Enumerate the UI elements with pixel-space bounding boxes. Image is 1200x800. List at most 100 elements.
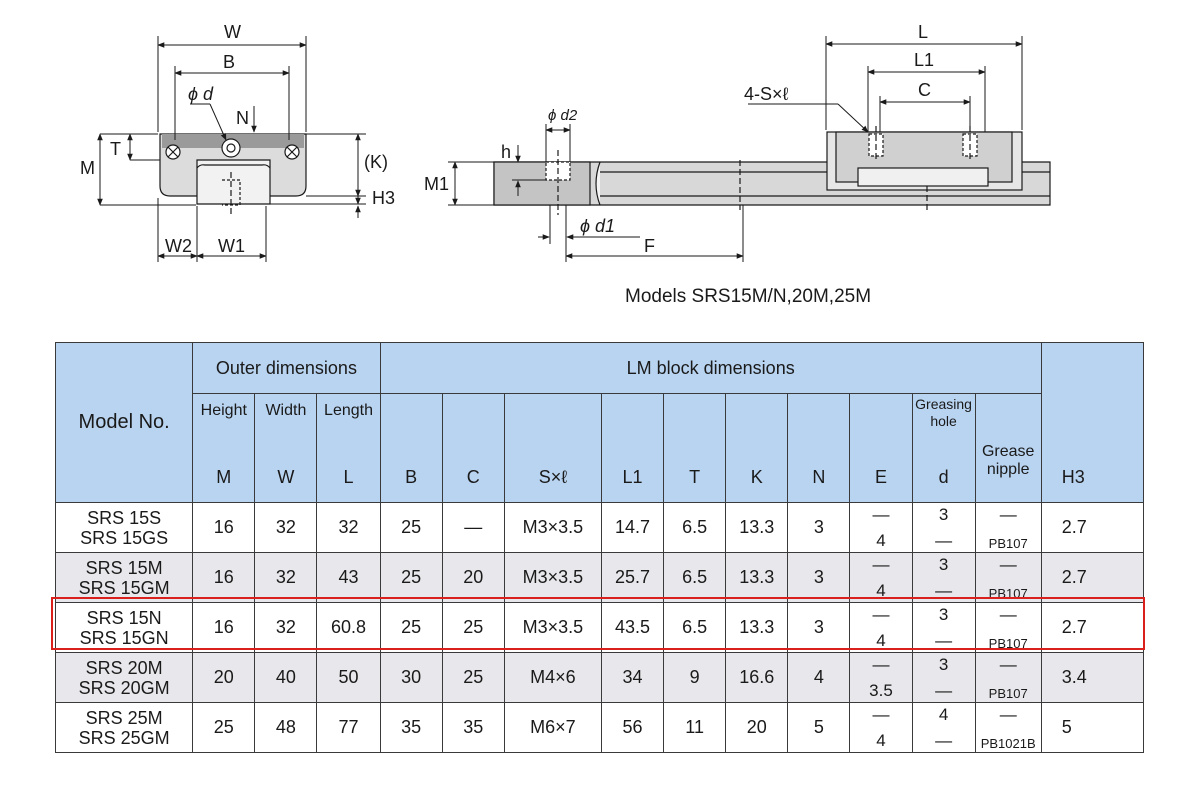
cell-B: 25 xyxy=(379,602,443,653)
cell-K: 13.3 xyxy=(725,502,789,553)
cell-nipple-top: — xyxy=(999,655,1017,674)
header-K: K xyxy=(725,393,789,503)
cell-E: — 3.5 xyxy=(849,652,913,703)
model-name-g: SRS 25GM xyxy=(78,727,170,748)
header-T: T xyxy=(663,393,727,503)
cell-C: — xyxy=(441,502,505,553)
label-F: F xyxy=(644,236,655,256)
cell-S: M3×3.5 xyxy=(503,552,602,603)
label-W: W xyxy=(224,22,241,42)
cell-d: 3— xyxy=(911,502,976,553)
cell-E-top: — xyxy=(872,555,890,574)
cell-W: 48 xyxy=(254,702,318,753)
side-view-dimensions xyxy=(448,36,1023,262)
cell-E-top: — xyxy=(872,505,890,524)
cell-E: —4 xyxy=(849,602,913,653)
header-C: C xyxy=(441,393,505,503)
cell-B: 25 xyxy=(379,502,443,553)
side-view-labels: L L1 C 4-S×ℓ ϕ d2 h M1 ϕ d1 F xyxy=(424,22,934,256)
cell-d: 3— xyxy=(911,602,976,653)
cell-d-top: 3 xyxy=(938,655,949,674)
label-M1: M1 xyxy=(424,174,449,194)
model-name: SRS 15N xyxy=(86,607,162,628)
cell-L: 50 xyxy=(316,652,381,703)
label-h: h xyxy=(501,142,511,162)
header-N: N xyxy=(787,393,851,503)
cell-L: 77 xyxy=(316,702,381,753)
header-H3: H3 xyxy=(1040,342,1145,503)
cell-M: 16 xyxy=(192,502,256,553)
cell-nipple-top: — xyxy=(999,505,1017,524)
cell-E: —4 xyxy=(849,552,913,603)
header-L1: L1 xyxy=(600,393,665,503)
front-view-drawing xyxy=(159,133,307,215)
cell-H3: 5 xyxy=(1040,702,1145,753)
cell-d-top: 3 xyxy=(938,555,949,574)
front-view-labels: W B ϕ d N T M (K) H3 W2 W1 xyxy=(80,22,395,256)
cell-W: 32 xyxy=(254,602,318,653)
cell-S: M6×7 xyxy=(503,702,602,753)
cell-E-bottom: 3.5 xyxy=(869,681,893,700)
model-name: SRS 15S xyxy=(87,507,162,528)
cell-S: M3×3.5 xyxy=(503,602,602,653)
model-name: SRS 25M xyxy=(85,707,163,728)
header-B: B xyxy=(379,393,443,503)
cell-L1: 56 xyxy=(600,702,665,753)
label-phi-d: ϕ d xyxy=(188,84,214,104)
cell-d: 4— xyxy=(911,702,976,753)
label-phi-d2: ϕ d2 xyxy=(548,107,578,124)
cell-E-bottom: 4 xyxy=(876,731,886,750)
label-N: N xyxy=(236,108,249,128)
cell-K: 16.6 xyxy=(725,652,789,703)
cell-E: —4 xyxy=(849,502,913,553)
cell-T: 11 xyxy=(663,702,727,753)
side-view-drawing xyxy=(493,126,1051,215)
cell-N: 5 xyxy=(787,702,851,753)
cell-N: 3 xyxy=(787,552,851,603)
model-name-g: SRS 15GM xyxy=(78,577,170,598)
cell-E-top: — xyxy=(872,705,890,724)
cell-d-bottom: — xyxy=(935,731,953,750)
cell-nipple-bottom: PB107 xyxy=(988,536,1028,551)
model-name: SRS 20M xyxy=(85,657,163,678)
cell-M: 20 xyxy=(192,652,256,703)
cell-L1: 34 xyxy=(600,652,665,703)
label-T: T xyxy=(110,139,121,159)
header-grease-nipple: Grease nipple xyxy=(974,393,1042,503)
cell-B: 25 xyxy=(379,552,443,603)
cell-E-top: — xyxy=(872,655,890,674)
cell-nipple-top: — xyxy=(999,555,1017,574)
cell-L: 32 xyxy=(316,502,381,553)
cell-B: 30 xyxy=(379,652,443,703)
cell-d-top: 3 xyxy=(938,505,949,524)
cell-d-bottom: — xyxy=(935,681,953,700)
label-L1: L1 xyxy=(914,50,934,70)
cell-M: 25 xyxy=(192,702,256,753)
cell-K: 13.3 xyxy=(725,552,789,603)
label-L: L xyxy=(918,22,928,42)
label-W1: W1 xyxy=(218,236,245,256)
cell-T: 6.5 xyxy=(663,602,727,653)
cell-N: 3 xyxy=(787,502,851,553)
cell-M: 16 xyxy=(192,552,256,603)
cell-C: 25 xyxy=(441,652,505,703)
model-name: SRS 15M xyxy=(85,557,163,578)
cell-E-top: — xyxy=(872,605,890,624)
cell-d: 3— xyxy=(911,652,976,703)
label-W2: W2 xyxy=(165,236,192,256)
cell-W: 40 xyxy=(254,652,318,703)
cell-L1: 25.7 xyxy=(600,552,665,603)
label-4-S-l: 4-S×ℓ xyxy=(744,84,789,104)
cell-grease-nipple: —PB1021B xyxy=(974,702,1042,753)
cell-W: 32 xyxy=(254,552,318,603)
cell-S: M4×6 xyxy=(503,652,602,703)
